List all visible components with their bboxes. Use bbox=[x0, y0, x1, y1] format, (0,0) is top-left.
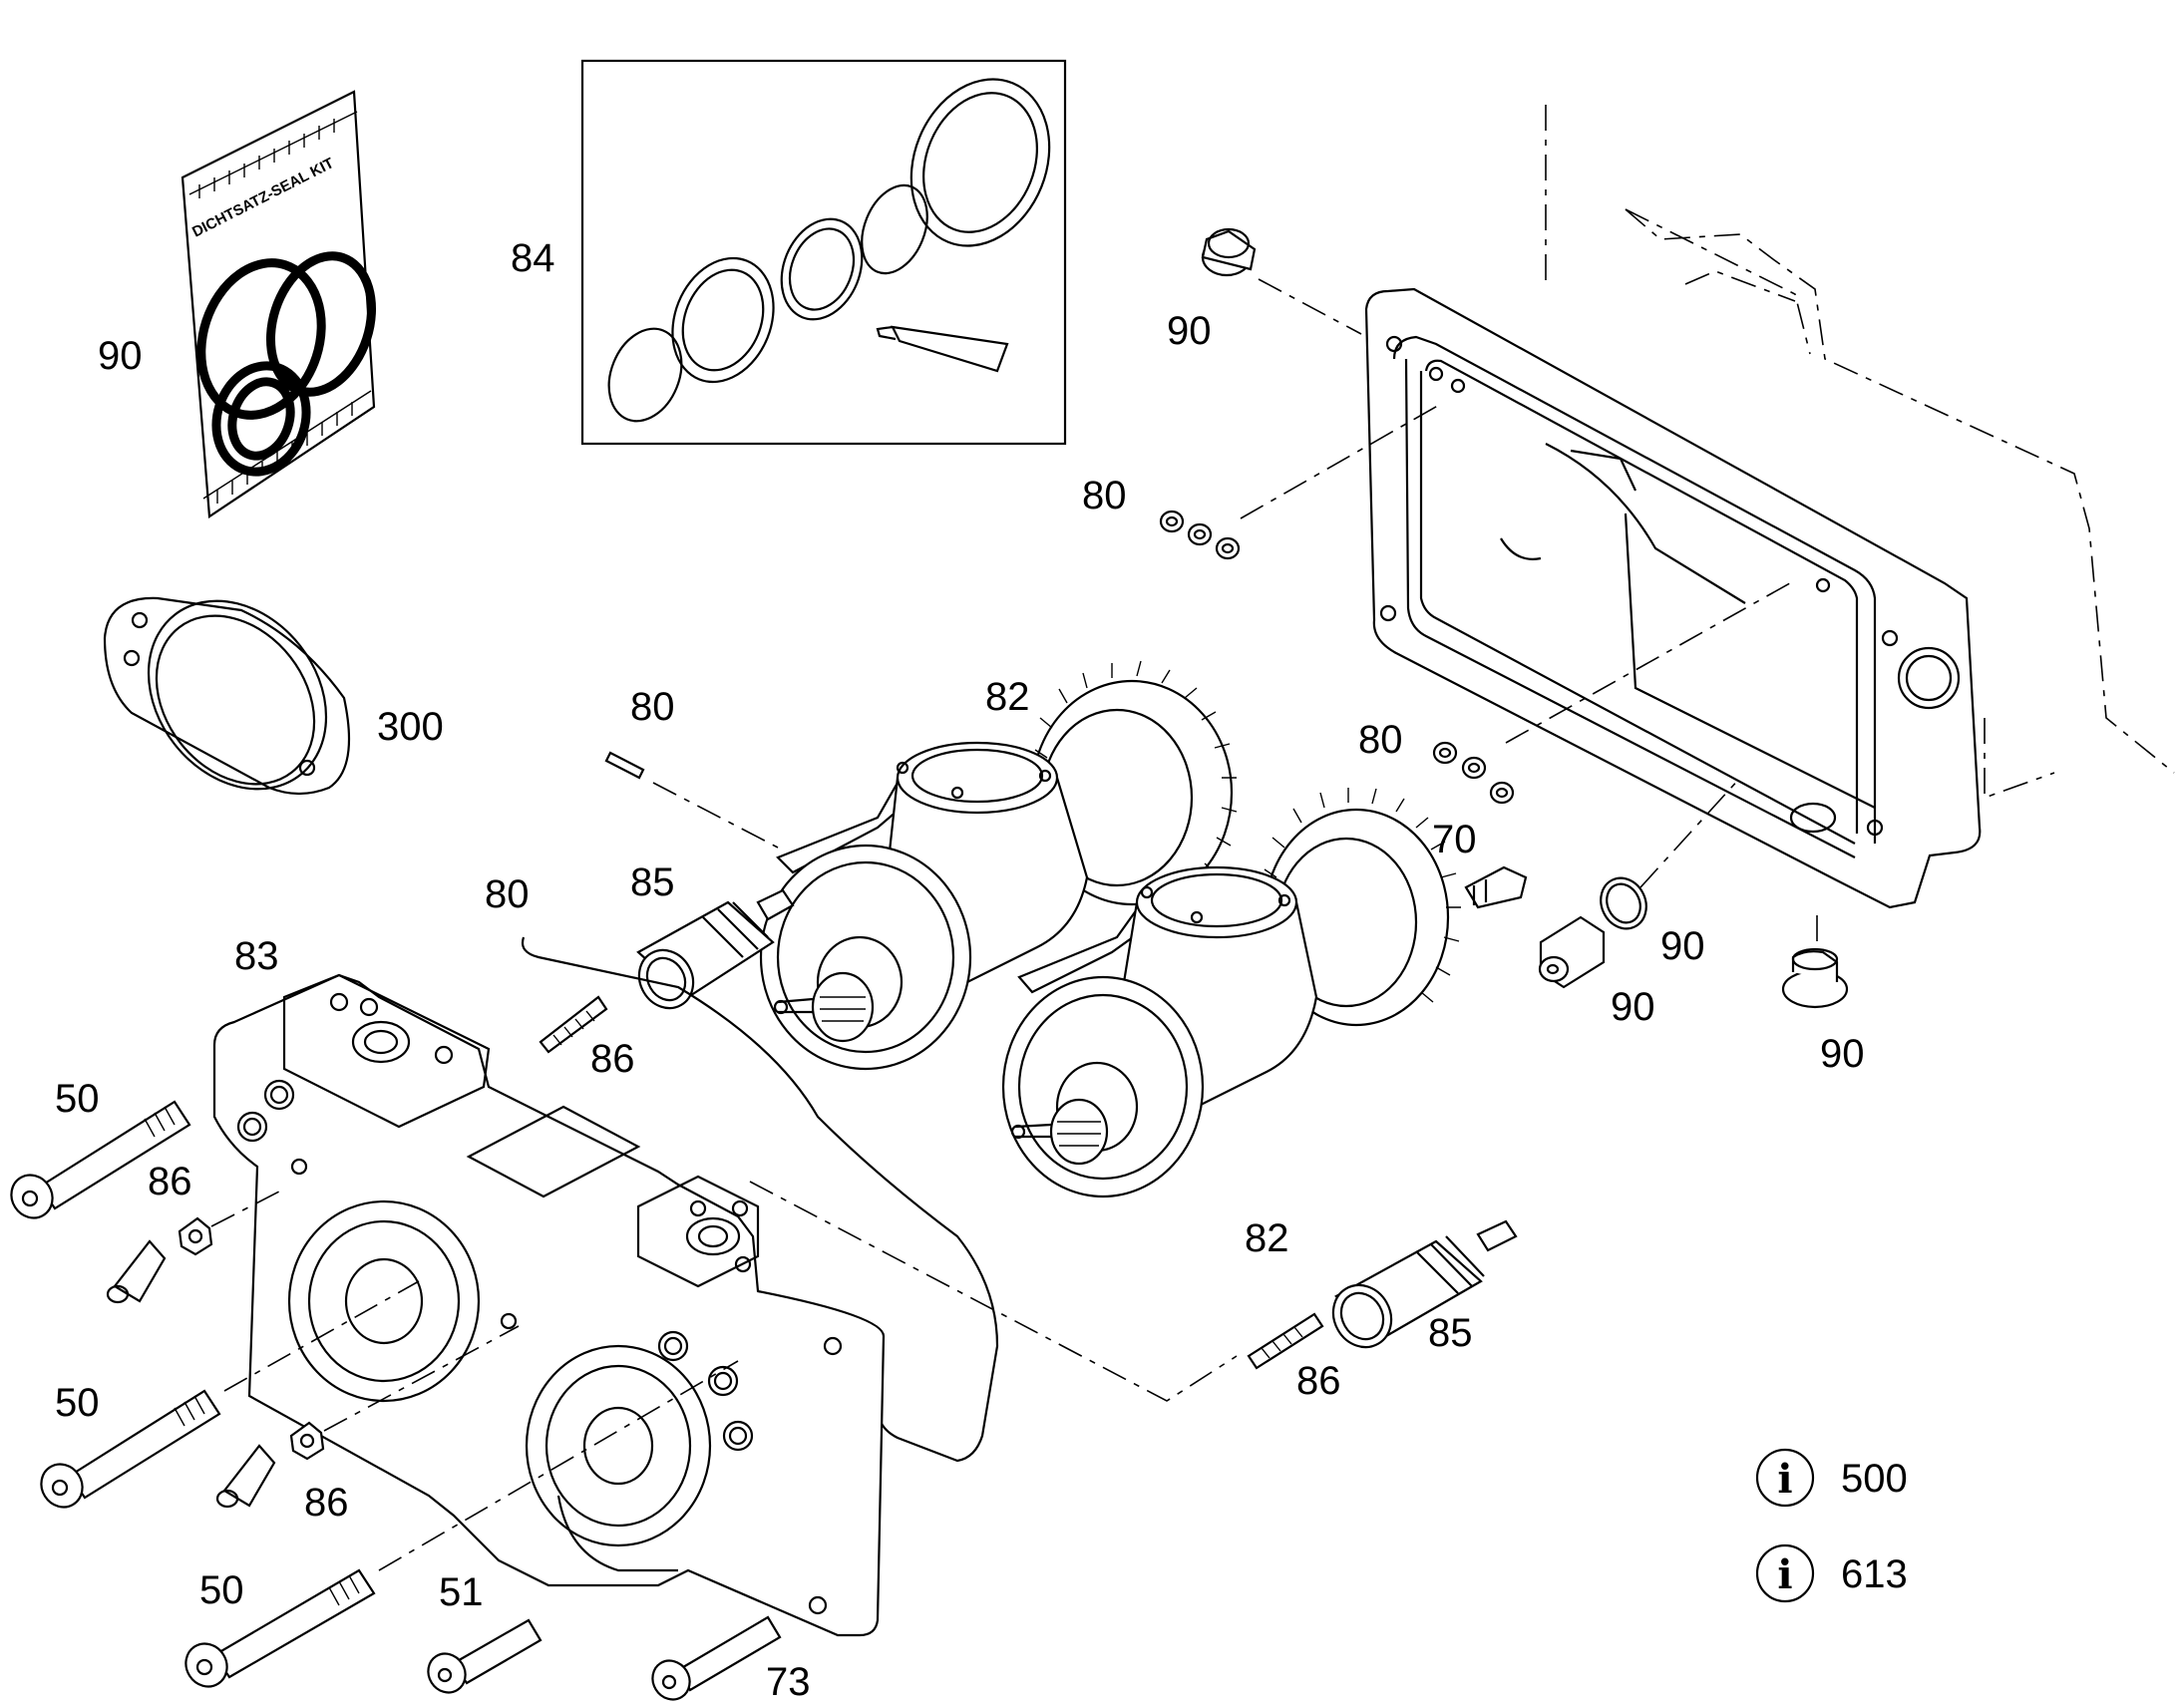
nut-86-top bbox=[178, 1216, 213, 1256]
callout-82-top: 82 bbox=[985, 675, 1030, 719]
wire-gasket-80 bbox=[521, 936, 999, 1463]
seal-set-box bbox=[580, 59, 1067, 446]
seal-kit-bag: DICHTSATZ-SEAL KIT bbox=[181, 90, 377, 518]
callout-86-nut-top: 86 bbox=[148, 1160, 192, 1203]
callout-80-washers-mid: 80 bbox=[1358, 718, 1403, 762]
screw-86-left bbox=[539, 995, 608, 1054]
nut-86-bottom bbox=[289, 1421, 325, 1461]
callout-90-plug-mid: 90 bbox=[1611, 985, 1655, 1029]
callout-90-plug-right: 90 bbox=[1820, 1032, 1865, 1076]
cap-86-bottom bbox=[215, 1444, 276, 1509]
callout-90-seal-kit: 90 bbox=[98, 334, 143, 378]
plug-90-right bbox=[1781, 915, 1849, 1009]
screw-86-right bbox=[1247, 1312, 1324, 1370]
callout-85-left: 85 bbox=[630, 860, 675, 904]
callout-51: 51 bbox=[439, 1570, 484, 1614]
pump-housing bbox=[1364, 105, 2175, 909]
info-ref-613[interactable]: i 613 bbox=[1755, 1543, 1908, 1603]
screw-73 bbox=[651, 1615, 782, 1701]
flange-gasket bbox=[103, 596, 351, 796]
rotating-group-top bbox=[759, 660, 1238, 1071]
info-value-500: 500 bbox=[1841, 1457, 1908, 1501]
screw-50-top bbox=[10, 1100, 191, 1219]
plug-90-top bbox=[1201, 227, 1257, 277]
callout-82-bottom: 82 bbox=[1245, 1216, 1289, 1260]
info-ref-500[interactable]: i 500 bbox=[1755, 1448, 1908, 1508]
rotating-group-bottom bbox=[1001, 788, 1461, 1198]
fitting-70 bbox=[1464, 865, 1528, 909]
washers-80-mid bbox=[1432, 741, 1515, 805]
svg-text:i: i bbox=[1777, 1551, 1792, 1598]
callout-86-right: 86 bbox=[1296, 1359, 1341, 1403]
callout-70: 70 bbox=[1432, 818, 1477, 861]
callout-86-nut-bottom: 86 bbox=[304, 1481, 349, 1525]
callout-84: 84 bbox=[511, 236, 555, 280]
callout-300: 300 bbox=[377, 705, 444, 749]
port-plate-83 bbox=[212, 973, 886, 1637]
info-icon bbox=[1755, 1448, 1815, 1508]
callout-73: 73 bbox=[766, 1660, 811, 1704]
svg-text:i: i bbox=[1777, 1456, 1792, 1503]
callout-80-washers-top: 80 bbox=[1082, 474, 1127, 517]
info-icon bbox=[1755, 1543, 1815, 1603]
oring-90 bbox=[1600, 876, 1647, 930]
callout-90-oring: 90 bbox=[1660, 924, 1705, 968]
callout-50-top: 50 bbox=[55, 1077, 100, 1121]
callout-86-left: 86 bbox=[590, 1037, 635, 1081]
piston-85-right bbox=[1331, 1219, 1518, 1349]
info-value-613: 613 bbox=[1841, 1552, 1908, 1596]
callout-85-right: 85 bbox=[1428, 1311, 1473, 1355]
plug-90-mid bbox=[1538, 915, 1606, 989]
callout-50-mid: 50 bbox=[55, 1381, 100, 1425]
callout-80-pin: 80 bbox=[630, 685, 675, 729]
callout-90-plug-top: 90 bbox=[1167, 309, 1212, 353]
callout-83: 83 bbox=[234, 934, 279, 978]
callout-50-bottom: 50 bbox=[199, 1568, 244, 1612]
screw-50-mid bbox=[40, 1389, 221, 1509]
pin-80 bbox=[604, 751, 645, 780]
washers-80-top bbox=[1159, 510, 1241, 560]
cap-86-top bbox=[106, 1239, 167, 1304]
screw-50-bottom bbox=[184, 1568, 376, 1688]
screw-51 bbox=[427, 1618, 543, 1694]
piston-85-left bbox=[636, 888, 795, 1010]
callout-80-wire: 80 bbox=[485, 872, 530, 916]
